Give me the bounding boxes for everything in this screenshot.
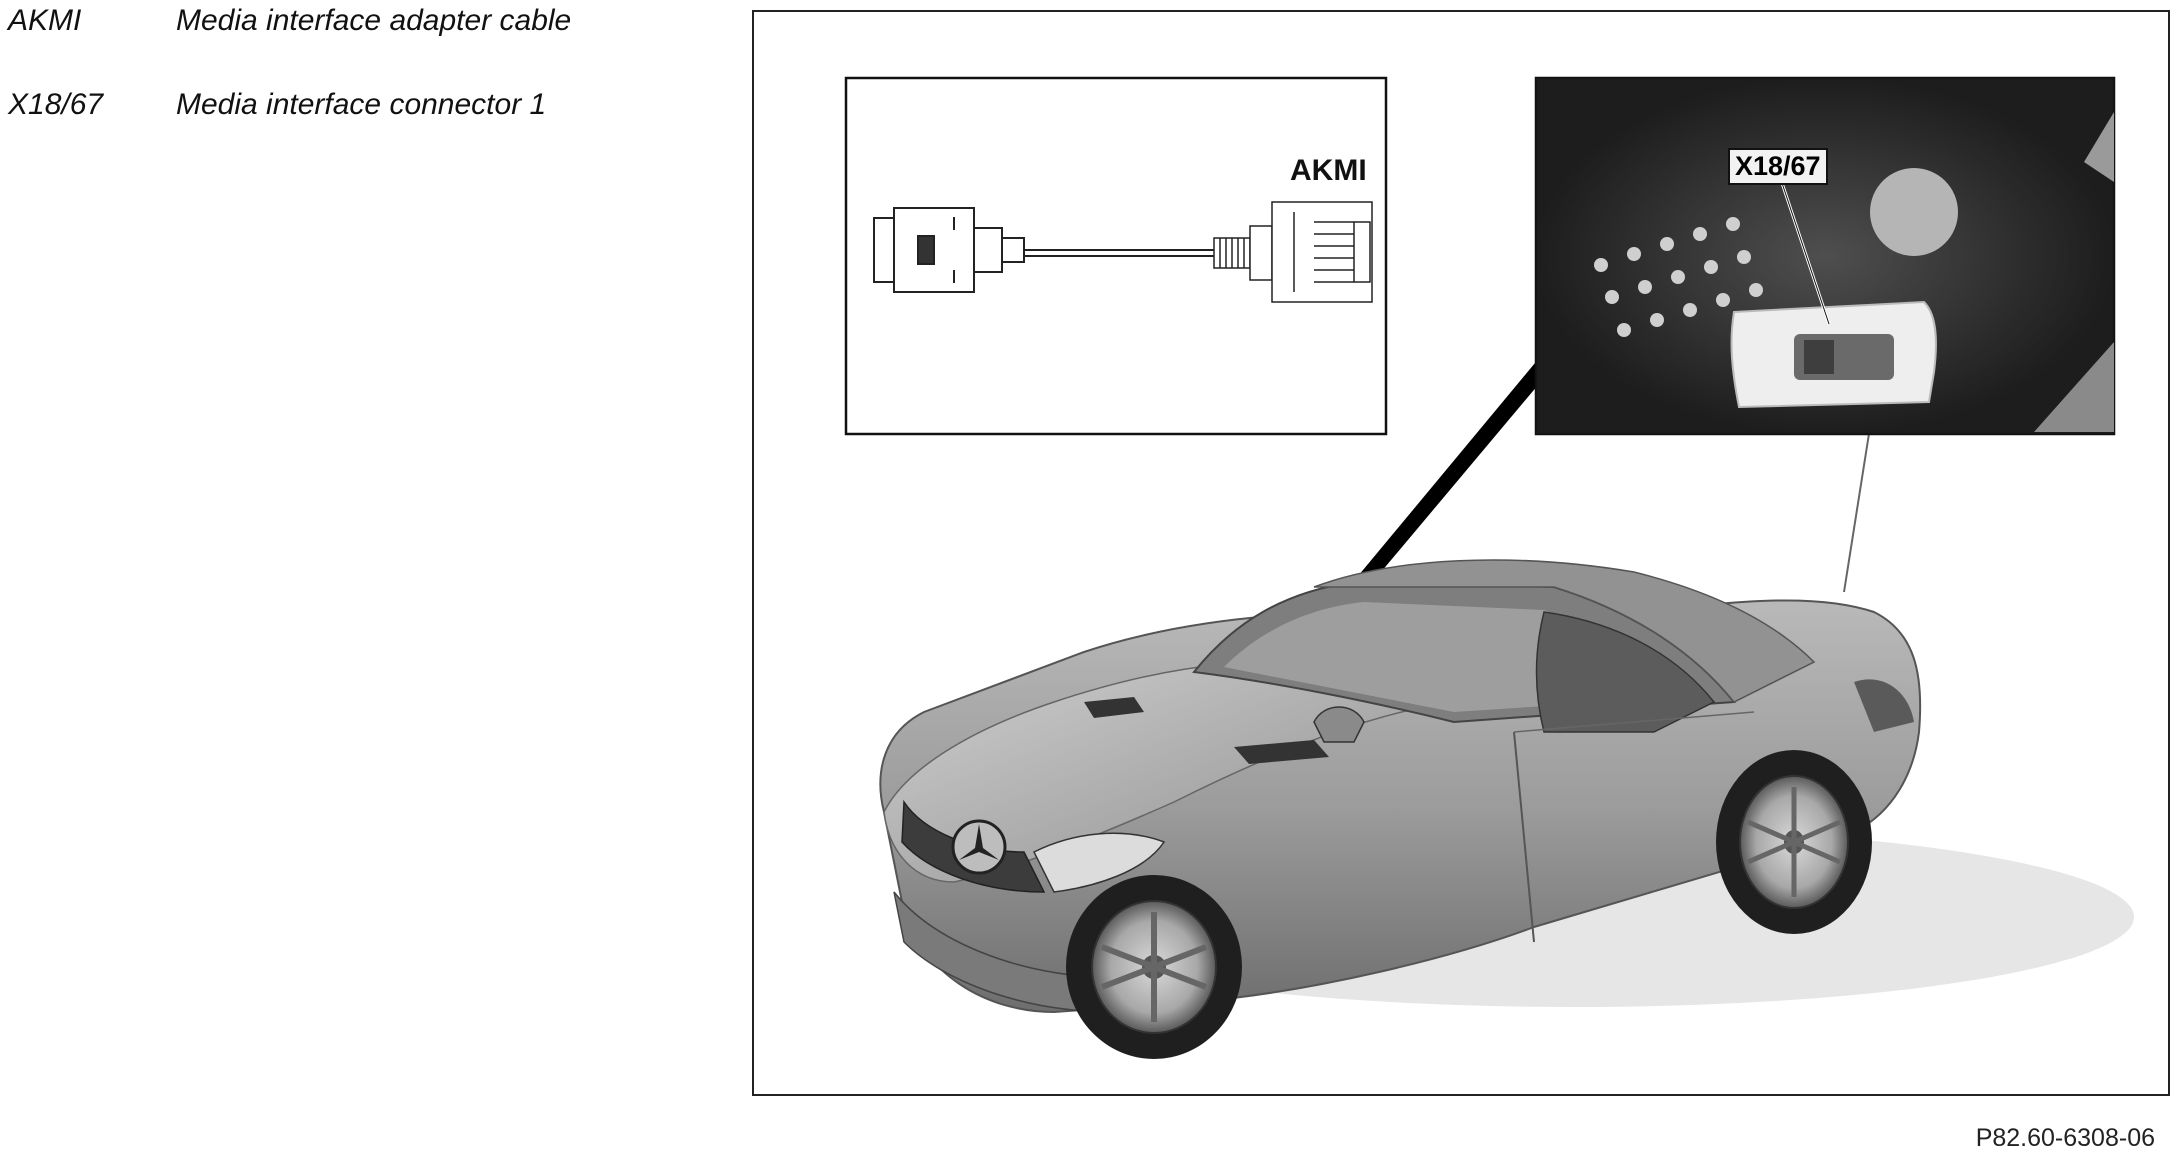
illustration-frame: AKMI X18/67 xyxy=(752,10,2170,1096)
inset-cable-diagram xyxy=(844,76,1388,436)
legend-description: Media interface adapter cable xyxy=(176,4,572,37)
callout-akmi-label: AKMI xyxy=(1290,154,1367,187)
inset-connector-photo xyxy=(1534,76,2116,436)
legend-code: AKMI xyxy=(8,4,82,37)
figure-reference: P82.60-6308-06 xyxy=(1975,1124,2155,1152)
rear-wheel xyxy=(1716,750,1872,934)
callout-x18-67-label: X18/67 xyxy=(1728,148,1828,185)
front-wheel xyxy=(1066,875,1242,1059)
illustration-svg xyxy=(844,76,2134,1059)
legend-description: Media interface connector 1 xyxy=(176,88,547,121)
legend-code: X18/67 xyxy=(8,88,104,121)
car-illustration xyxy=(879,401,1922,1059)
